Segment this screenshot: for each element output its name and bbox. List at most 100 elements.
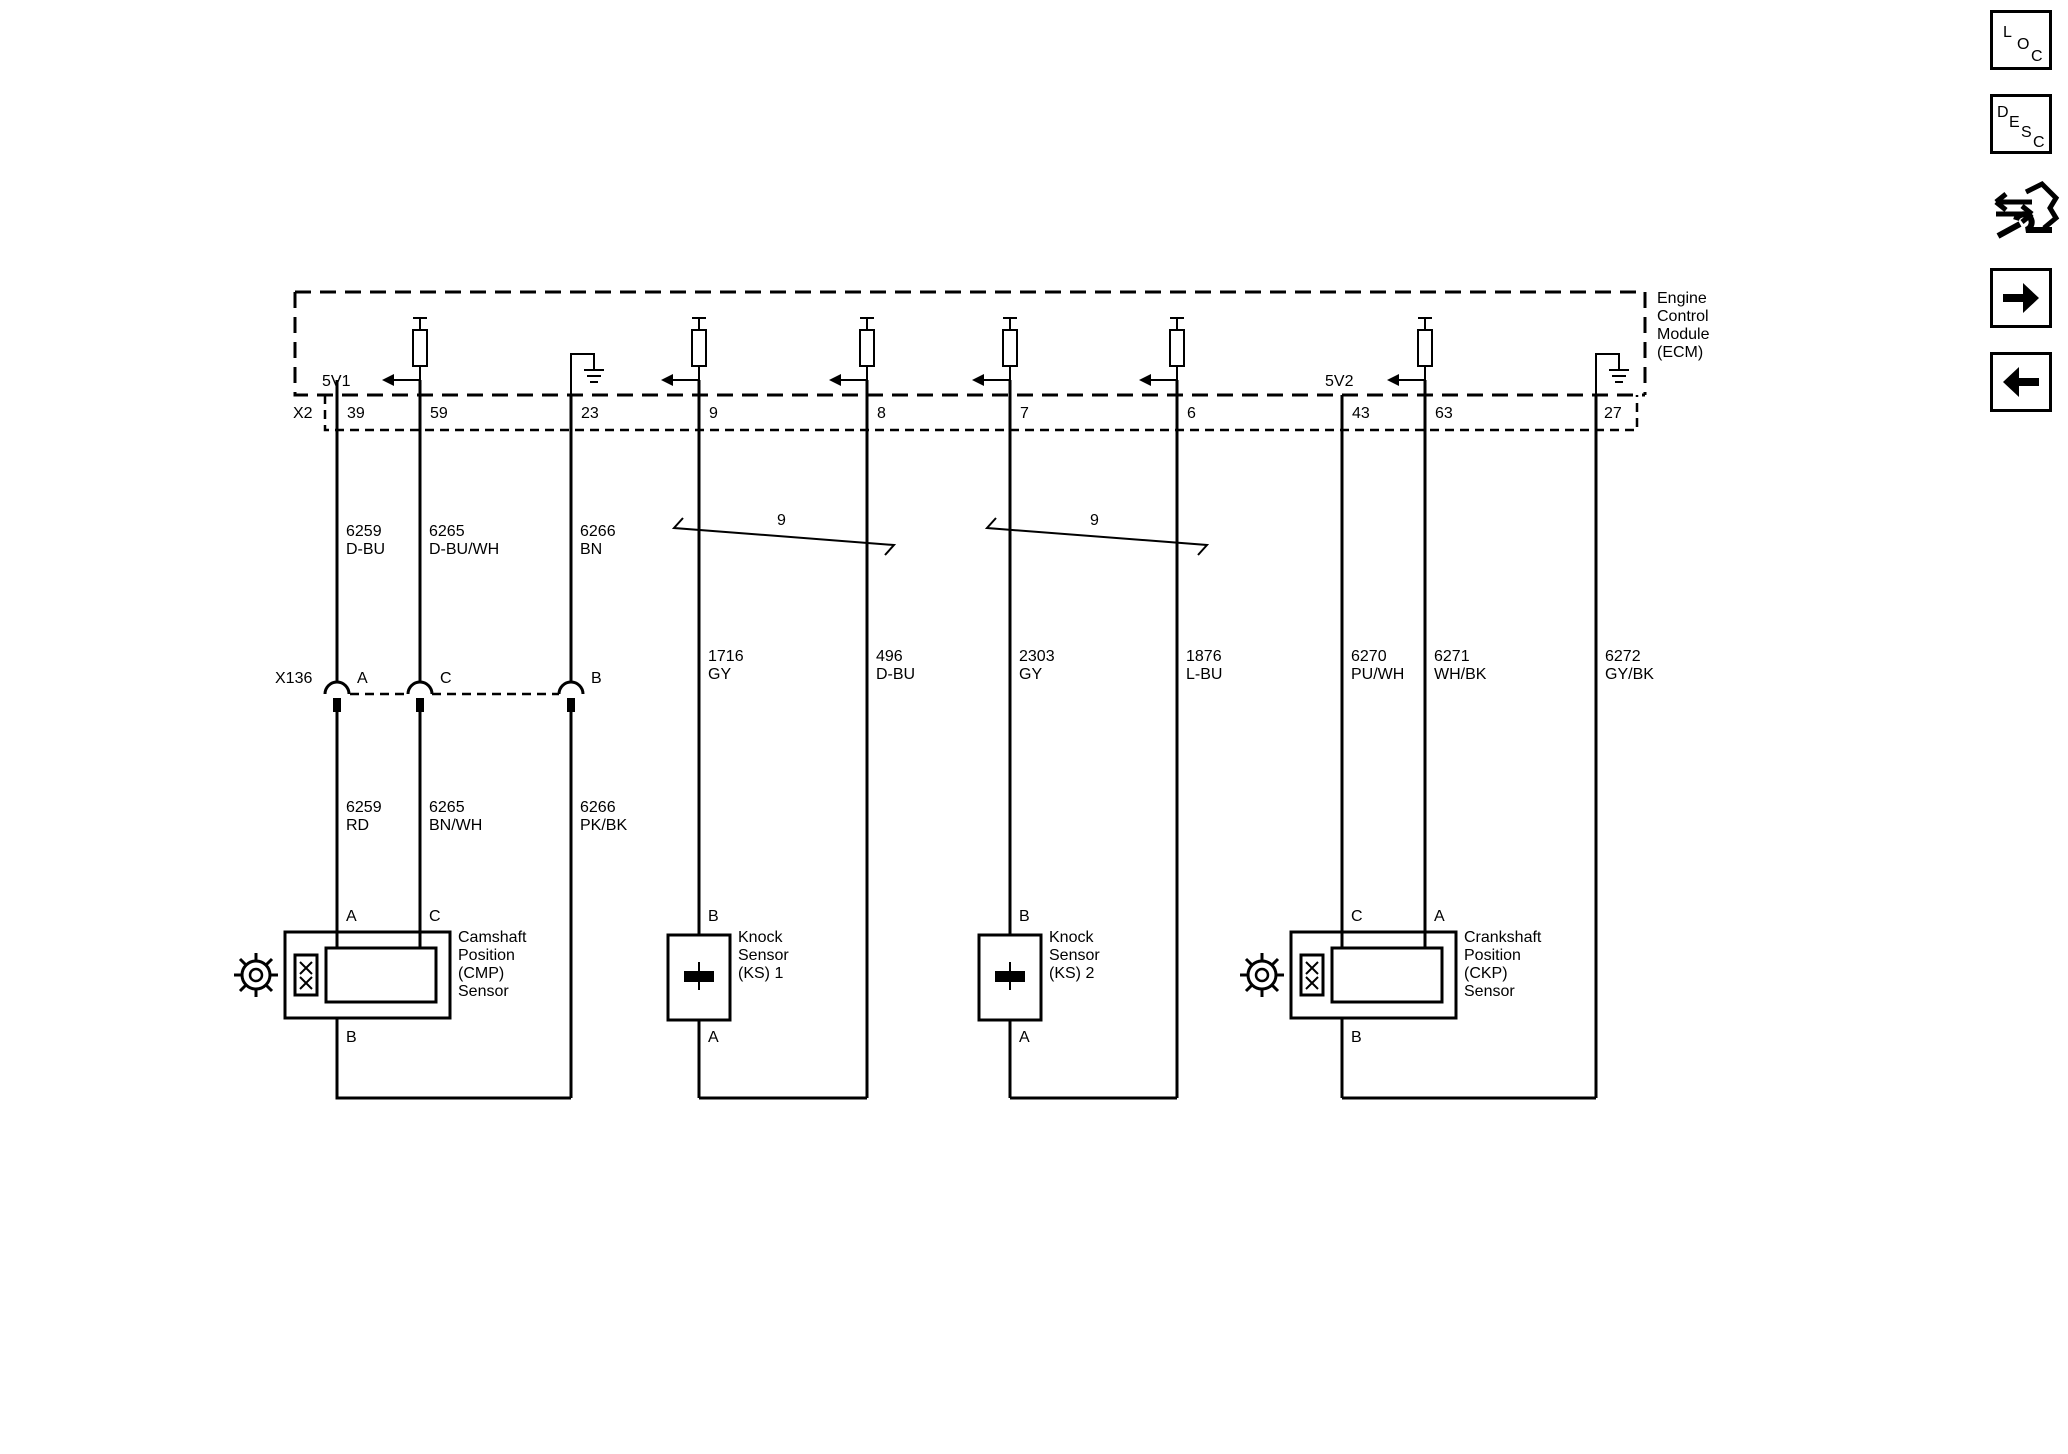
- wire-color: GY: [708, 666, 731, 683]
- twist-label: 9: [777, 512, 786, 529]
- wire-color: GY: [1019, 666, 1042, 683]
- circuit-number: 496: [876, 648, 903, 665]
- pin-label: B: [346, 1029, 357, 1046]
- circuit-number: 6271: [1434, 648, 1470, 665]
- circuit-number: 6270: [1351, 648, 1387, 665]
- pin-label: B: [708, 908, 719, 925]
- previous-button[interactable]: [1990, 352, 2052, 412]
- twist-label: 9: [1090, 512, 1099, 529]
- cavity-label: C: [440, 670, 452, 687]
- ecm-name-line: (ECM): [1657, 344, 1703, 361]
- wire-color: GY/BK: [1605, 666, 1654, 683]
- twisted-pair-1: 9: [671, 512, 897, 556]
- circuit-number: 1876: [1186, 648, 1222, 665]
- ecm-name-line: Module: [1657, 326, 1710, 343]
- location-button[interactable]: L O C: [1990, 10, 2052, 70]
- wire-color: D-BU/WH: [429, 541, 499, 558]
- circuit-number: 6272: [1605, 648, 1641, 665]
- circuit-number: 6265: [429, 523, 465, 540]
- ks1-name: (KS) 1: [738, 965, 783, 982]
- ks2-name: Knock: [1049, 929, 1094, 946]
- gear-icon: [234, 953, 278, 997]
- cmp-sensor-body: [283, 930, 452, 1020]
- ckp-sensor-body: [1289, 930, 1458, 1020]
- pullup-resistor: [972, 317, 1018, 386]
- connector-x136-label: X136: [275, 670, 312, 687]
- pullup-resistor: [382, 317, 428, 386]
- connector-cavity: [406, 680, 434, 695]
- knock-sensor-1-body: [666, 933, 732, 1022]
- pin-number: 43: [1352, 405, 1370, 422]
- cmp-sensor-name: (CMP): [458, 965, 504, 982]
- gear-icon: [1240, 953, 1284, 997]
- circuit-number: 6266: [580, 523, 616, 540]
- ks2-name: Sensor: [1049, 947, 1100, 964]
- next-button[interactable]: [1990, 268, 2052, 328]
- pin-number: 23: [581, 405, 599, 422]
- pin-number: 6: [1187, 405, 1196, 422]
- pullup-resistor: [1387, 317, 1433, 386]
- pin-number: 63: [1435, 405, 1453, 422]
- wire-color: L-BU: [1186, 666, 1222, 683]
- cmp-return-loop: [335, 1018, 571, 1100]
- pin-label: B: [1351, 1029, 1362, 1046]
- pullup-resistor: [661, 317, 707, 386]
- pin-label: B: [1019, 908, 1030, 925]
- ckp-sensor-name: (CKP): [1464, 965, 1508, 982]
- twisted-pair-2: 9: [984, 512, 1210, 556]
- circuit-number: 6259: [346, 523, 382, 540]
- loc-icon: L O C: [2003, 24, 2043, 65]
- ecm-boundary-left: [293, 292, 1645, 397]
- cavity-label: B: [591, 670, 602, 687]
- wire-color: PK/BK: [580, 817, 627, 834]
- desc-letter: E: [2009, 114, 2020, 131]
- circuit-number: 1716: [708, 648, 744, 665]
- pin-label: A: [1019, 1029, 1030, 1046]
- connector-cavity: [557, 680, 585, 695]
- wires: [335, 380, 1598, 1100]
- connector-x2-boundary: [323, 395, 1639, 432]
- pin-label: C: [1351, 908, 1363, 925]
- pin-label: A: [708, 1029, 719, 1046]
- cavity-label: A: [357, 670, 368, 687]
- next-arrow-icon: [2003, 283, 2039, 313]
- inline-connector-x136: X136 A C B: [275, 670, 602, 712]
- connector-x2-label: X2: [293, 405, 313, 422]
- pin-number: 59: [430, 405, 448, 422]
- pin-number: 39: [347, 405, 365, 422]
- side-toolbar: L O C D E S C: [1990, 10, 2060, 436]
- wire-color: WH/BK: [1434, 666, 1487, 683]
- knock-sensor-1: B A Knock Sensor (KS) 1: [666, 908, 789, 1046]
- ecm-pin-numbers: 39 59 23 9 8 7 6 43 63 27: [347, 405, 1622, 422]
- pin-number: 7: [1020, 405, 1029, 422]
- pullup-resistor: [829, 317, 875, 386]
- cmp-sensor: A C B Camshaft Position (CMP) Sensor: [234, 908, 527, 1046]
- cmp-sensor-name: Sensor: [458, 983, 509, 1000]
- ecm-name-line: Control: [1657, 308, 1709, 325]
- ckp-sensor-name: Position: [1464, 947, 1521, 964]
- ckp-sensor-name: Crankshaft: [1464, 929, 1542, 946]
- pin-number: 9: [709, 405, 718, 422]
- desc-icon: D E S C: [1997, 104, 2045, 151]
- connector-repair-button[interactable]: [1990, 178, 2060, 248]
- connector-repair-icon: [1994, 180, 2060, 239]
- ecm-name-line: Engine: [1657, 290, 1707, 307]
- ground-symbol: [1595, 353, 1629, 395]
- circuit-number: 2303: [1019, 648, 1055, 665]
- circuit-number: 6265: [429, 799, 465, 816]
- ecm-boundary: [295, 290, 1647, 395]
- previous-arrow-icon: [2003, 367, 2039, 397]
- connector-cavity: [323, 680, 351, 695]
- upper-wire-labels: 6259 D-BU 6265 D-BU/WH 6266 BN 1716 GY 4…: [346, 523, 1654, 683]
- wire-color: D-BU: [876, 666, 915, 683]
- supply-label-5v2: 5V2: [1325, 373, 1354, 390]
- cmp-sensor-name: Position: [458, 947, 515, 964]
- pullup-resistor: [1139, 317, 1185, 386]
- wire-color: BN: [580, 541, 602, 558]
- description-button[interactable]: D E S C: [1990, 94, 2052, 154]
- desc-letter: S: [2021, 124, 2032, 141]
- pin-number: 8: [877, 405, 886, 422]
- pin-number: 27: [1604, 405, 1622, 422]
- wire-color: PU/WH: [1351, 666, 1404, 683]
